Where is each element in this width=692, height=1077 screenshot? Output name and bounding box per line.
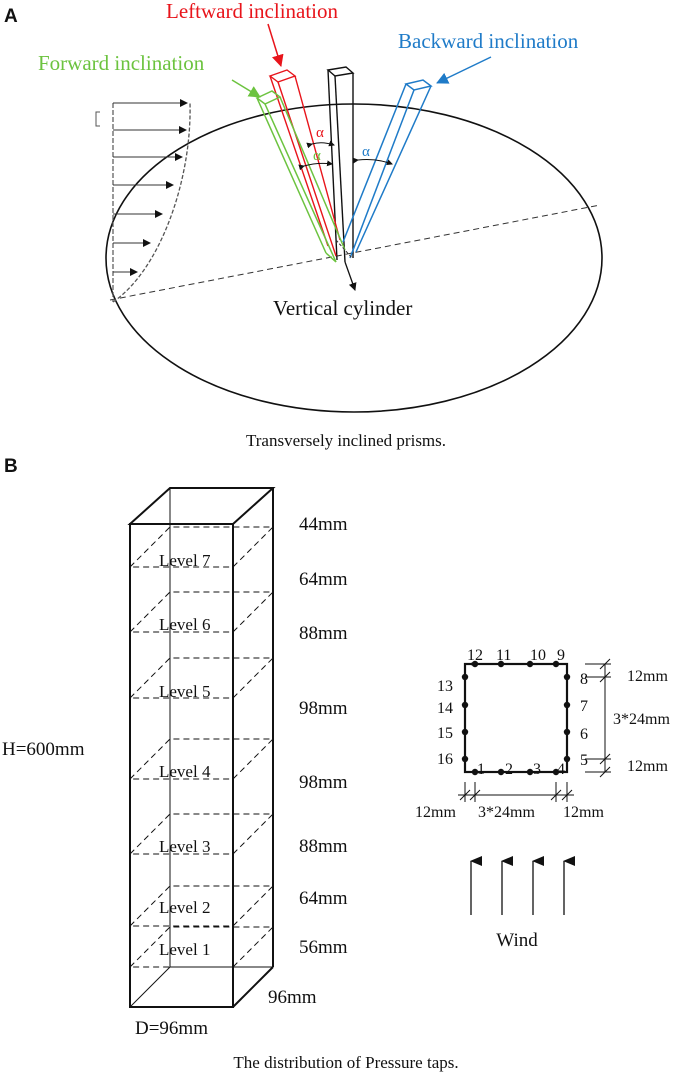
ground-ellipse [105,103,603,413]
depth-label: D=96mm [135,1018,208,1039]
level-label: Level 5 [159,682,210,701]
angle-label-backward: α [362,144,370,160]
side-dimension-label: 96mm [268,987,317,1008]
tap-dots [461,660,571,776]
level-label: Level 4 [159,762,211,781]
tap-section-square [463,662,569,774]
spacing-label: 88mm [299,623,348,644]
panel-b: B Level 7 Level 6 [2,456,670,1072]
backward-label: Backward inclination [398,29,579,53]
panel-b-caption: The distribution of Pressure taps. [233,1053,458,1072]
bottom-dimension-lines [458,782,574,802]
panel-a: A [4,0,603,450]
spacing-label: 56mm [299,937,348,958]
wind-profile [95,99,191,303]
building-model [127,487,276,1008]
leftward-pointer [267,23,284,67]
tap-number: 4 [557,761,565,778]
spacing-label: 98mm [299,698,348,719]
tap-dim-right-mid: 3*24mm [613,711,670,728]
backward-pointer [436,56,492,84]
panel-a-letter: A [4,6,18,27]
tap-number: 7 [580,698,588,715]
vertical-prism [326,66,355,263]
tap-number: 10 [530,647,546,664]
spacing-label: 64mm [299,888,348,909]
tap-number: 13 [437,678,453,695]
spacing-labels: 44mm 64mm 88mm 98mm 98mm 88mm 64mm 56mm [299,514,348,958]
tap-number: 11 [496,647,511,664]
forward-pointer [231,79,261,98]
vertical-pointer [344,261,357,291]
leftward-label: Leftward inclination [166,0,339,23]
tap-dim-bottom-mid: 3*24mm [478,804,535,821]
level-planes [128,526,275,968]
tap-dim-right-top: 12mm [627,668,668,685]
ground-axis-dashed [109,204,601,301]
spacing-label: 64mm [299,569,348,590]
tap-number: 5 [580,752,588,769]
tap-numbers: 1 2 3 4 5 6 7 8 9 10 11 12 13 14 15 16 [437,647,588,778]
level-labels: Level 7 Level 6 Level 5 Level 4 Level 3 … [159,551,211,959]
spacing-label: 98mm [299,772,348,793]
angle-label-forward: α [313,148,321,164]
spacing-label: 44mm [299,514,348,535]
tap-dim-bottom-right: 12mm [563,804,604,821]
vertical-label: Vertical cylinder [273,296,412,320]
tap-number: 16 [437,751,453,768]
tap-number: 3 [533,761,541,778]
angle-arc-left [306,140,335,149]
panel-a-caption: Transversely inclined prisms. [246,431,446,450]
spacing-label: 88mm [299,836,348,857]
right-dimension-lines [585,658,611,778]
tap-number: 9 [557,647,565,664]
forward-label: Forward inclination [38,51,205,75]
height-label: H=600mm [2,739,85,760]
angle-arc-backward [352,157,393,166]
tap-number: 14 [437,700,453,717]
tap-section: 1 2 3 4 5 6 7 8 9 10 11 12 13 14 15 16 [415,647,670,821]
tap-number: 6 [580,726,588,743]
wind-label: Wind [496,930,538,951]
level-label: Level 7 [159,551,211,570]
tap-number: 12 [467,647,483,664]
tap-number: 15 [437,725,453,742]
level-label: Level 3 [159,837,210,856]
level-label: Level 2 [159,898,210,917]
tap-dim-right-bottom: 12mm [627,758,668,775]
level-label: Level 6 [159,615,210,634]
tap-dim-bottom-left: 12mm [415,804,456,821]
forward-prism [255,90,346,263]
panel-b-letter: B [4,456,18,477]
tap-number: 8 [580,671,588,688]
tap-number: 1 [477,761,485,778]
backward-prism [342,79,433,259]
wind-arrows [470,856,575,915]
tap-number: 2 [505,761,513,778]
angle-arc-forward [298,160,333,171]
level-label: Level 1 [159,940,210,959]
angle-label-left: α [316,125,324,141]
base-dashed [335,239,353,259]
